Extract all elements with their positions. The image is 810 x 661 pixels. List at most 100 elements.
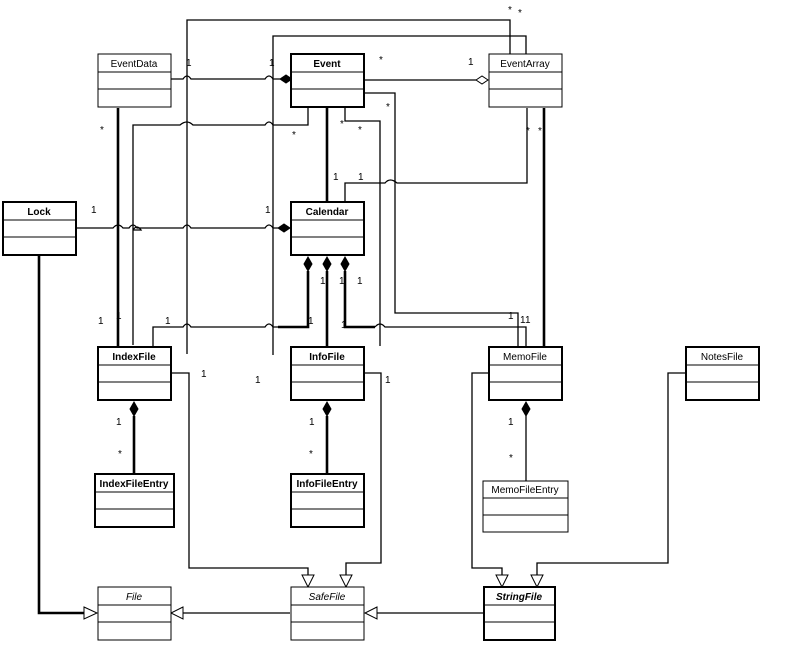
class-name-memofileentry: MemoFileEntry	[491, 485, 558, 496]
mult-label: 1	[333, 172, 339, 183]
mult-label: *	[509, 453, 513, 464]
class-name-eventarray: EventArray	[500, 59, 549, 70]
mult-label: 1	[116, 417, 122, 428]
class-safefile: SafeFile	[290, 586, 365, 641]
mult-label: *	[309, 449, 313, 460]
mult-label: 1	[357, 276, 363, 287]
mult-label: *	[386, 102, 390, 113]
triangle-indexfile-safefile	[301, 574, 315, 589]
mult-label: 1	[339, 276, 345, 287]
class-lock: Lock	[2, 201, 77, 256]
class-file: File	[97, 586, 172, 641]
mult-label: *	[526, 126, 530, 137]
triangle-notesfile-stringfile	[530, 574, 544, 589]
class-name-lock: Lock	[27, 207, 51, 218]
diamond-indexfile-entry	[129, 400, 139, 418]
diamond-calendar-indexfile	[303, 255, 313, 273]
assoc-event-memofile	[364, 92, 519, 346]
mult-label: 1	[98, 316, 104, 327]
diamond-calendar-lock	[277, 223, 291, 233]
mult-label: 1	[520, 315, 526, 326]
assoc-top-loop	[186, 19, 511, 354]
mult-label: 1	[358, 172, 364, 183]
assoc-eventdata-event	[171, 75, 280, 80]
mult-label: *	[118, 449, 122, 460]
class-memofile: MemoFile	[488, 346, 563, 401]
class-name-infofileentry: InfoFileEntry	[296, 479, 358, 490]
gen-infofile-safefile	[345, 372, 382, 575]
assoc-lock-calendar	[76, 224, 278, 229]
mult-label: *	[340, 119, 344, 130]
mult-label: *	[518, 8, 522, 19]
mult-label: *	[508, 5, 512, 16]
diamond-calendar-infofile	[322, 255, 332, 273]
class-notesfile: NotesFile	[685, 346, 760, 401]
class-name-memofile: MemoFile	[503, 352, 547, 363]
connectors	[37, 19, 686, 615]
triangle-safefile-file	[169, 606, 184, 620]
comp-calendar-memofile-tail	[374, 323, 527, 346]
assoc-event-loop	[272, 35, 527, 355]
class-eventarray: EventArray	[488, 53, 563, 108]
mult-label: *	[100, 125, 104, 136]
mult-label: 1	[508, 417, 514, 428]
mult-label: *	[379, 55, 383, 66]
class-name-file: File	[126, 592, 143, 603]
class-calendar: Calendar	[290, 201, 365, 256]
comp-calendar-indexfile-tail	[152, 323, 278, 346]
class-memofileentry: MemoFileEntry	[482, 480, 569, 533]
diamond-calendar-memofile	[340, 255, 350, 273]
class-indexfile: IndexFile	[97, 346, 172, 401]
mult-label: 1	[255, 375, 261, 386]
class-stringfile: StringFile	[483, 586, 556, 641]
mult-label: 1	[116, 311, 122, 322]
mult-label: 1	[308, 316, 314, 327]
class-event: Event	[290, 53, 365, 108]
mult-label: 1	[385, 375, 391, 386]
mult-label: *	[538, 126, 542, 137]
comp-calendar-memofile	[343, 271, 375, 329]
class-indexfileentry: IndexFileEntry	[94, 473, 175, 528]
mult-label: 1	[186, 58, 192, 69]
class-name-eventdata: EventData	[111, 59, 158, 70]
triangle-infofile-safefile	[339, 574, 353, 589]
comp-calendar-indexfile	[278, 271, 310, 329]
triangle-lock-file	[83, 606, 99, 620]
class-name-notesfile: NotesFile	[701, 352, 744, 363]
mult-label: 1	[269, 58, 275, 69]
class-name-stringfile: StringFile	[496, 592, 543, 603]
mult-label: 1	[468, 57, 474, 68]
mult-label: 1	[165, 316, 171, 327]
class-name-indexfile: IndexFile	[112, 352, 156, 363]
mult-label: 1	[341, 320, 347, 331]
mult-label: 1	[508, 311, 514, 322]
class-name-safefile: SafeFile	[309, 592, 346, 603]
class-infofile: InfoFile	[290, 346, 365, 401]
mult-label: 1	[309, 417, 315, 428]
mult-label: 1	[91, 205, 97, 216]
diamond-eventarray-event	[475, 75, 489, 85]
class-infofileentry: InfoFileEntry	[290, 473, 365, 528]
assoc-eventarray-calendar	[344, 108, 528, 203]
mult-label: 1	[525, 315, 531, 326]
triangle-stringfile-safefile	[363, 606, 378, 620]
triangle-memofile-stringfile	[495, 574, 509, 589]
assoc-event-infofile	[344, 108, 381, 346]
class-name-indexfileentry: IndexFileEntry	[100, 479, 169, 490]
class-name-calendar: Calendar	[306, 207, 349, 218]
gen-lock-file	[37, 254, 84, 615]
gen-memofile-stringfile	[471, 372, 503, 575]
class-name-event: Event	[313, 59, 341, 70]
mult-label: 1	[201, 369, 207, 380]
mult-label: 1	[320, 276, 326, 287]
multiplicity-labels: * * 1 1 * 1 * * * * * * * 1 1 1 1 1 1 1 …	[91, 5, 542, 464]
mult-label: *	[358, 125, 362, 136]
diamond-infofile-entry	[322, 400, 332, 418]
gen-notesfile-stringfile	[536, 372, 686, 575]
markers	[83, 74, 544, 620]
class-eventdata: EventData	[97, 53, 172, 108]
class-name-infofile: InfoFile	[309, 352, 345, 363]
diamond-memofile-entry	[521, 400, 531, 418]
